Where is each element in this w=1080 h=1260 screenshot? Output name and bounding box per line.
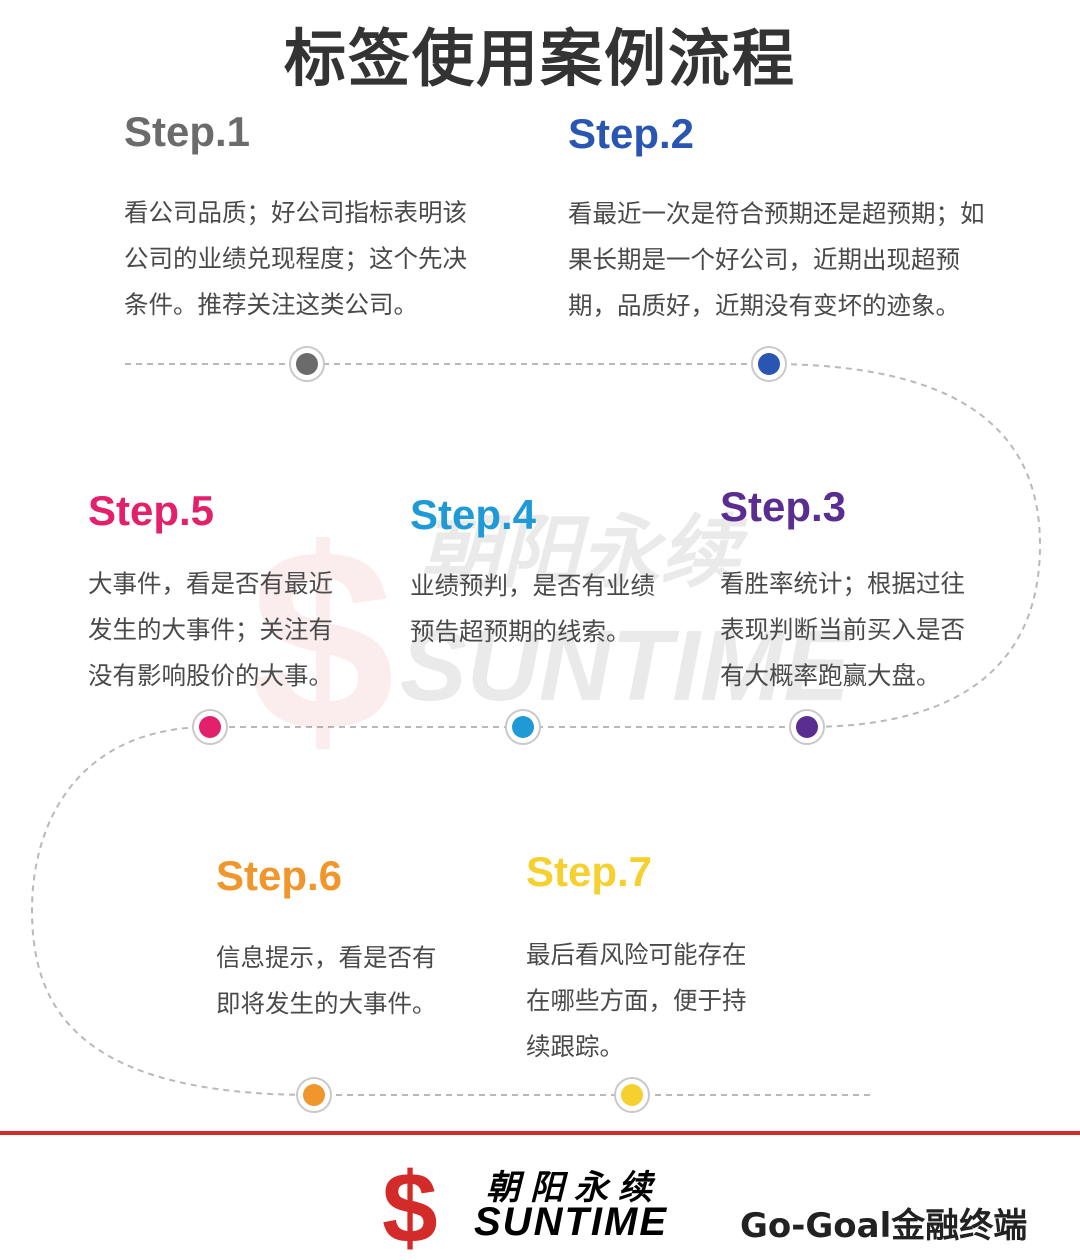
step-7-title: Step.7 [526,848,653,895]
step-7-description: 最后看风险可能存在在哪些方面，便于持续跟踪。 [526,940,747,1061]
step-2-title: Step.2 [568,110,695,157]
watermark-cn: 朝阳永续 [420,506,749,599]
step-7-node-dot [621,1084,643,1106]
svg-text:$: $ [250,496,395,760]
footer-brand-cn: 朝阳永续 [486,1168,662,1208]
step-4-title: Step.4 [410,491,537,538]
footer-brand-en: SUNTIME [474,1200,668,1244]
watermark-logo: 朝阳永续 SUNTIME $ [250,496,853,760]
step-1-description: 看公司品质；好公司指标表明该公司的业绩兑现程度；这个先决条件。推荐关注这类公司。 [124,198,467,319]
step-5-title: Step.5 [88,487,215,534]
step-2-description: 看最近一次是符合预期还是超预期；如果长期是一个好公司，近期出现超预期，品质好，近… [568,199,985,320]
suntime-dollar-logo-icon: $ [382,1160,438,1250]
page-title: 标签使用案例流程 [283,22,796,95]
step-6-description: 信息提示，看是否有即将发生的大事件。 [216,943,437,1018]
step-1-title: Step.1 [124,108,251,155]
step-5-description: 大事件，看是否有最近发生的大事件；关注有没有影响股价的大事。 [88,569,333,690]
step-5-node-dot [199,716,221,738]
step-3-description: 看胜率统计；根据过往表现判断当前买入是否有大概率跑赢大盘。 [720,569,965,690]
step-6-title: Step.6 [216,852,343,899]
footer-product-name: Go-Goal金融终端 [740,1206,1028,1246]
svg-text:$: $ [382,1160,438,1250]
step-6-node-dot [303,1084,325,1106]
step-2-node-dot [758,353,780,375]
footer-divider [0,1131,1080,1135]
step-1-node-dot [296,353,318,375]
step-4-node-dot [512,716,534,738]
step-3-title: Step.3 [720,483,847,530]
step-3-node-dot [796,716,818,738]
watermark-en: SUNTIME [400,610,853,722]
step-4-description: 业绩预判，是否有业绩预告超预期的线索。 [410,571,655,646]
